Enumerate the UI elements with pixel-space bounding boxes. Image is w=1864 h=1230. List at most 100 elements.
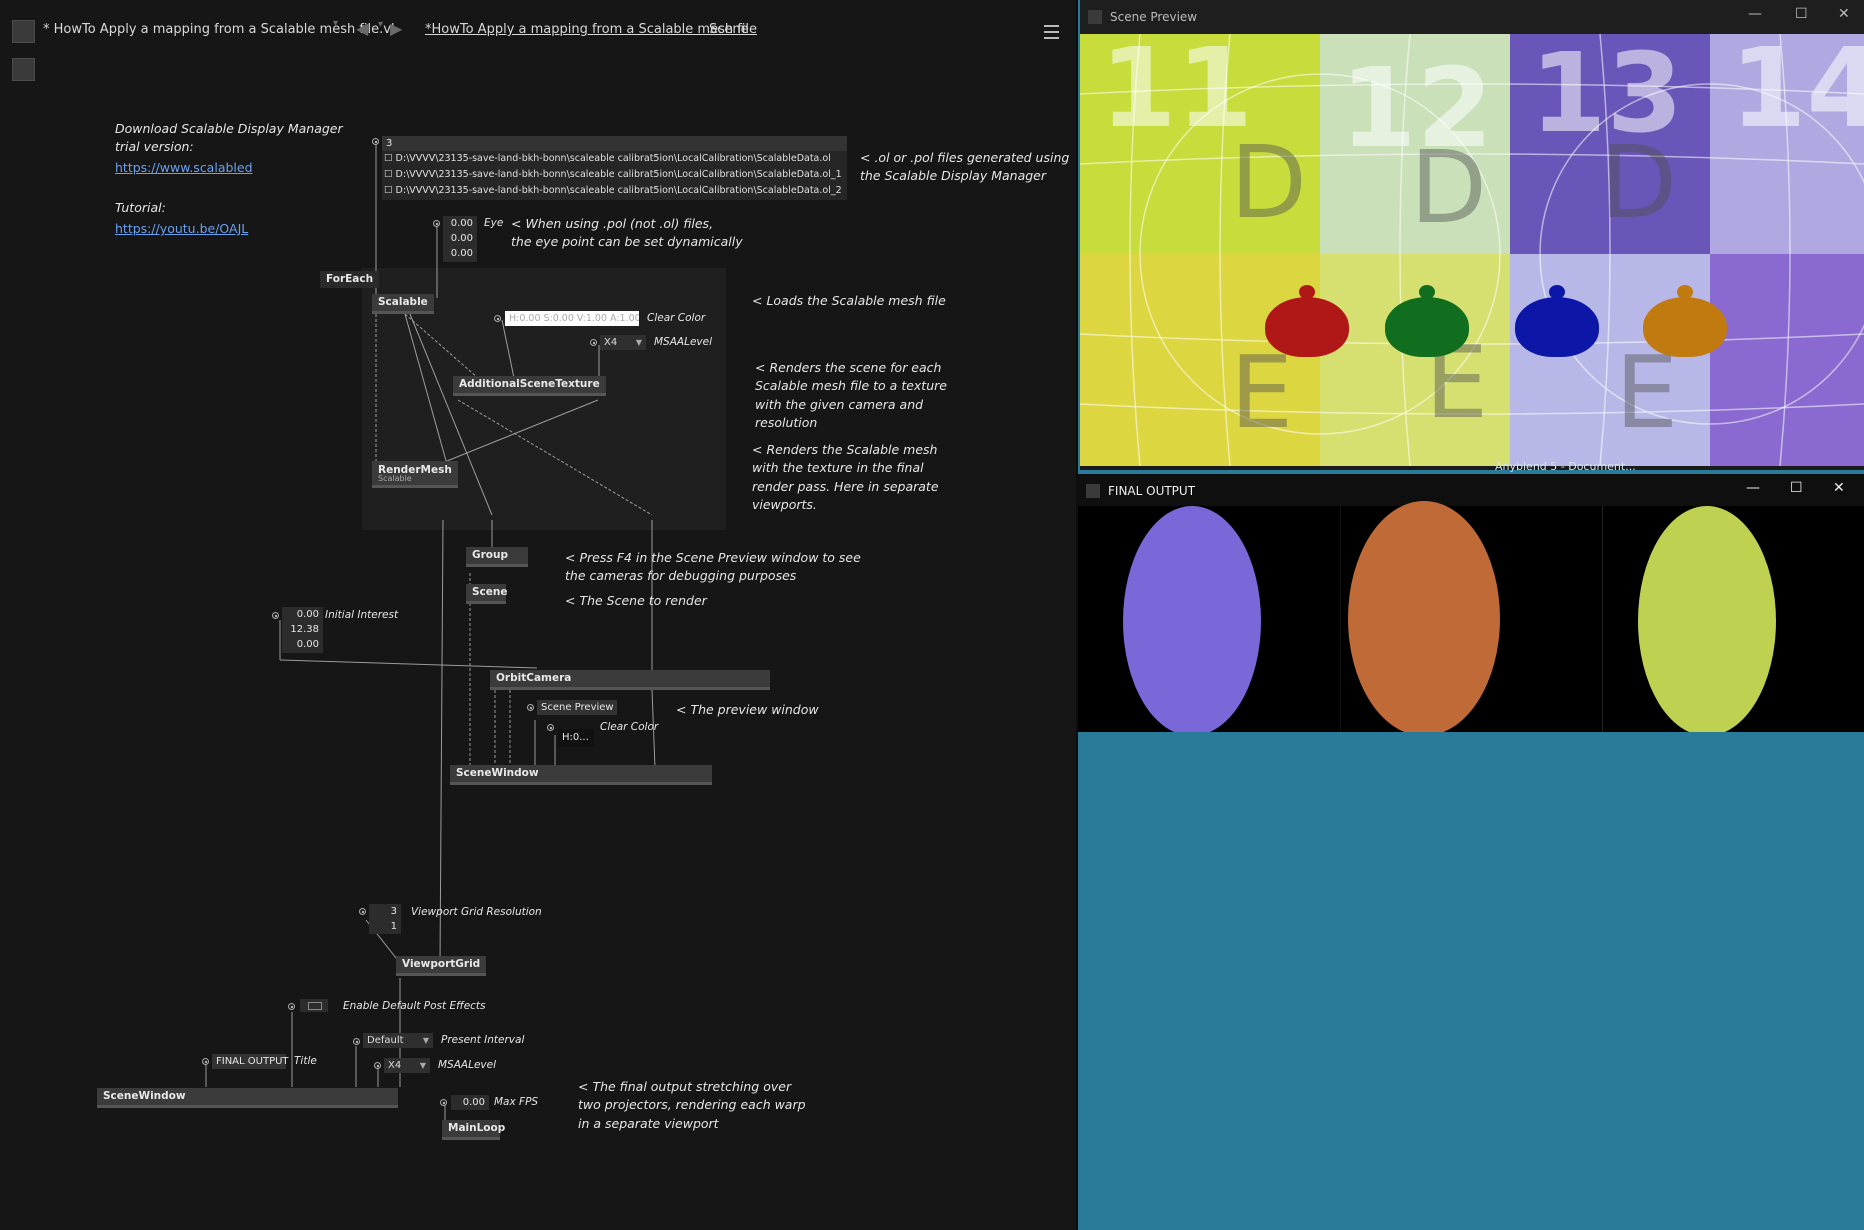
present-value: Default (367, 1035, 404, 1046)
file-path-item[interactable]: ☐ D:\VVVV\23135-save-land-bkh-bonn\scale… (384, 153, 831, 164)
title-pin[interactable] (202, 1058, 209, 1065)
file-path-spread[interactable]: 3 ☐ D:\VVVV\23135-save-land-bkh-bonn\sca… (382, 136, 847, 200)
viewport-3-warp (1638, 506, 1776, 732)
interest-vector-pad[interactable]: 0.00 12.38 0.00 (282, 607, 323, 653)
preview-clear-pin[interactable] (547, 724, 554, 731)
grid-x: 3 (390, 906, 397, 917)
msaa2-pin[interactable] (374, 1062, 381, 1069)
scenewindow-preview-node[interactable]: SceneWindow (450, 765, 712, 785)
label-d-2: D (1410, 129, 1488, 246)
clear-color-label: Clear Color (647, 312, 706, 324)
eye-z: 0.00 (450, 248, 473, 259)
msaa2-enum[interactable]: X4▼ (384, 1058, 430, 1073)
close-icon[interactable]: ✕ (1833, 480, 1845, 496)
forward-arrow-icon[interactable]: ▶ (390, 19, 403, 38)
viewportgrid-node[interactable]: ViewportGrid (396, 956, 487, 976)
dropdown-icon: ▼ (635, 338, 642, 347)
teapot-orange (1643, 285, 1727, 357)
download-note-line1: Download Scalable Display Manager (115, 121, 343, 136)
toggle-icon (308, 1002, 322, 1010)
orbitcamera-node[interactable]: OrbitCamera (490, 670, 770, 690)
grid-resolution-pad[interactable]: 3 1 (369, 904, 401, 934)
preview-note: < The preview window (676, 702, 819, 717)
file-path-item[interactable]: ☐ D:\VVVV\23135-save-land-bkh-bonn\scale… (384, 169, 842, 180)
eye-note-line1: < When using .pol (not .ol) files, (511, 216, 714, 231)
grid-pin[interactable] (359, 908, 366, 915)
background-window-text: Anyblend 5 - Document... (1495, 460, 1636, 473)
download-link[interactable]: https://www.scalabled (115, 160, 253, 175)
history-dropdown-icon[interactable]: ▾ (378, 19, 384, 30)
preview-clear-pad[interactable]: H:0... (558, 729, 594, 747)
document-title[interactable]: * HowTo Apply a mapping from a Scalable … (43, 22, 395, 37)
scene-node[interactable]: Scene (466, 584, 508, 604)
label-e-1: E (1230, 334, 1294, 451)
final-render[interactable] (1078, 501, 1864, 732)
final-title-pad[interactable]: FINAL OUTPUT (212, 1054, 289, 1069)
rendermesh-node[interactable]: RenderMesh Scalable (372, 461, 458, 488)
app-menu-icon[interactable] (12, 20, 35, 43)
present-pin[interactable] (353, 1038, 360, 1045)
final-titlebar[interactable]: FINAL OUTPUT — ☐ ✕ (1078, 474, 1864, 506)
patch-links (205, 142, 656, 1120)
grid-y: 1 (390, 921, 397, 932)
file-path-text: D:\VVVV\23135-save-land-bkh-bonn\scaleab… (395, 185, 842, 196)
preview-title-pad[interactable]: Scene Preview (537, 700, 617, 715)
minimize-icon[interactable]: — (1748, 6, 1762, 22)
f4-note-line1: < Press F4 in the Scene Preview window t… (565, 550, 861, 565)
files-note-line1: < .ol or .pol files generated using (860, 150, 1070, 165)
scene-preview-window[interactable]: Scene Preview — ☐ ✕ 11 12 13 14 D D (1080, 0, 1864, 470)
eye-y: 0.00 (450, 233, 473, 244)
preview-title-pin[interactable] (527, 704, 534, 711)
document-dropdown-icon[interactable]: ▾ (333, 18, 339, 29)
vl-patch-editor: * HowTo Apply a mapping from a Scalable … (0, 0, 1078, 1230)
scalable-node[interactable]: Scalable (372, 294, 434, 314)
maximize-icon[interactable]: ☐ (1795, 6, 1808, 22)
final-output-window[interactable]: FINAL OUTPUT — ☐ ✕ (1078, 474, 1864, 732)
menu-icon[interactable] (1044, 25, 1059, 39)
additional-scene-texture-node[interactable]: AdditionalSceneTexture (453, 376, 606, 396)
minimize-icon[interactable]: — (1746, 480, 1760, 496)
present-interval-enum[interactable]: Default▼ (363, 1033, 433, 1048)
tutorial-link[interactable]: https://youtu.be/OAJL (115, 221, 249, 236)
renders-note-line2: Scalable mesh file to a texture (755, 378, 947, 393)
maximize-icon[interactable]: ☐ (1790, 480, 1803, 496)
interest-pin[interactable] (272, 612, 279, 619)
post-effects-toggle[interactable] (300, 999, 328, 1012)
spread-pin[interactable] (372, 138, 379, 145)
group-node[interactable]: Group (466, 547, 528, 567)
post-effects-pin[interactable] (288, 1003, 295, 1010)
window-icon (1086, 484, 1100, 498)
file-path-item[interactable]: ☐ D:\VVVV\23135-save-land-bkh-bonn\scale… (384, 185, 842, 196)
teapot-green (1385, 285, 1469, 357)
msaa-enum[interactable]: X4▼ (600, 335, 646, 350)
eye-pin[interactable] (433, 220, 440, 227)
mesh-note-line1: < Renders the Scalable mesh (752, 442, 938, 457)
close-icon[interactable]: ✕ (1838, 6, 1850, 22)
interest-label: Initial Interest (325, 609, 399, 621)
fps-label: Max FPS (494, 1096, 539, 1108)
patch-icon[interactable] (12, 58, 35, 81)
viewport-1-warp (1123, 506, 1261, 732)
preview-render[interactable]: 11 12 13 14 D D D E E E (1080, 24, 1864, 466)
clear-color-pin[interactable] (494, 315, 501, 322)
back-arrow-icon[interactable]: ◀ (356, 19, 369, 38)
foreach-node[interactable]: ForEach (320, 271, 380, 288)
scene-note: < The Scene to render (565, 593, 707, 608)
preview-title: Scene Preview (1110, 10, 1198, 24)
msaa-label: MSAALevel (654, 336, 712, 348)
renders-note-line4: resolution (755, 415, 818, 430)
msaa2-label: MSAALevel (438, 1059, 496, 1071)
grid-label: Viewport Grid Resolution (411, 906, 542, 918)
mainloop-node[interactable]: MainLoop (442, 1120, 505, 1140)
mesh-note-line3: render pass. Here in separate (752, 479, 939, 494)
scenewindow-final-node[interactable]: SceneWindow (97, 1088, 398, 1108)
breadcrumb-document[interactable]: *HowTo Apply a mapping from a Scalable m… (425, 22, 758, 37)
msaa-pin[interactable] (590, 339, 597, 346)
fps-pin[interactable] (440, 1099, 447, 1106)
viewport-divider (1602, 506, 1603, 732)
breadcrumb-patch: Scene (709, 22, 749, 37)
max-fps-pad[interactable]: 0.00 (451, 1095, 489, 1110)
clear-color-pad[interactable]: H:0.00 S:0.00 V:1.00 A:1.00 (505, 311, 639, 326)
preview-titlebar[interactable]: Scene Preview — ☐ ✕ (1080, 0, 1864, 34)
eye-vector-pad[interactable]: 0.00 0.00 0.00 (443, 216, 477, 262)
